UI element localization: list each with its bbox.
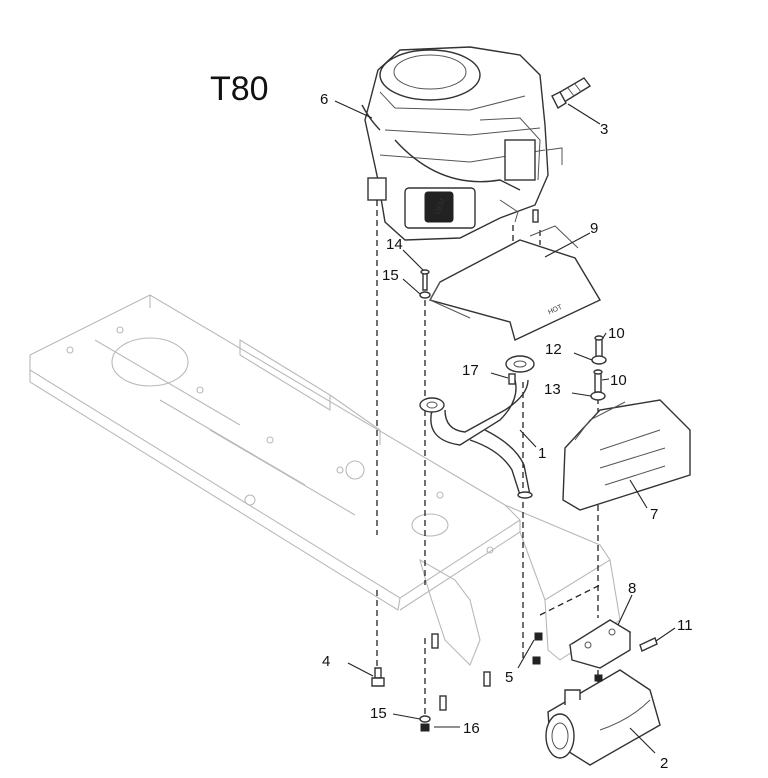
callout-8: 8 bbox=[628, 580, 636, 597]
upper-heat-shield: HOT bbox=[428, 225, 601, 341]
exhaust-pipe bbox=[419, 355, 535, 499]
fasteners bbox=[371, 209, 658, 732]
muffler-guard bbox=[562, 399, 691, 511]
callout-2: 2 bbox=[660, 755, 668, 772]
muffler-bracket bbox=[568, 619, 632, 669]
callout-4: 4 bbox=[322, 653, 330, 670]
callout-3: 3 bbox=[600, 121, 608, 138]
engine-assembly: OEM bbox=[361, 46, 563, 241]
callout-17: 17 bbox=[462, 362, 479, 379]
callout-15-upper: 15 bbox=[382, 267, 399, 284]
callout-6: 6 bbox=[320, 91, 328, 108]
callout-5: 5 bbox=[505, 669, 513, 686]
callout-11: 11 bbox=[677, 617, 693, 634]
callout-12: 12 bbox=[545, 341, 562, 358]
callout-10-lower: 10 bbox=[610, 372, 627, 389]
callout-10-upper: 10 bbox=[608, 325, 625, 342]
spark-plug-fitting bbox=[551, 77, 592, 110]
model-title: T80 bbox=[210, 70, 269, 108]
mower-frame bbox=[29, 294, 621, 666]
callout-7: 7 bbox=[650, 506, 658, 523]
callout-13: 13 bbox=[544, 381, 561, 398]
callout-9: 9 bbox=[590, 220, 598, 237]
leader-lines bbox=[334, 100, 676, 754]
callouts: 6 3 9 14 15 10 12 10 13 17 1 7 8 11 5 4 … bbox=[320, 91, 693, 772]
callout-15-lower: 15 bbox=[370, 705, 387, 722]
callout-1: 1 bbox=[538, 445, 546, 462]
callout-14: 14 bbox=[386, 236, 403, 253]
muffler bbox=[545, 669, 661, 766]
callout-16: 16 bbox=[463, 720, 480, 737]
